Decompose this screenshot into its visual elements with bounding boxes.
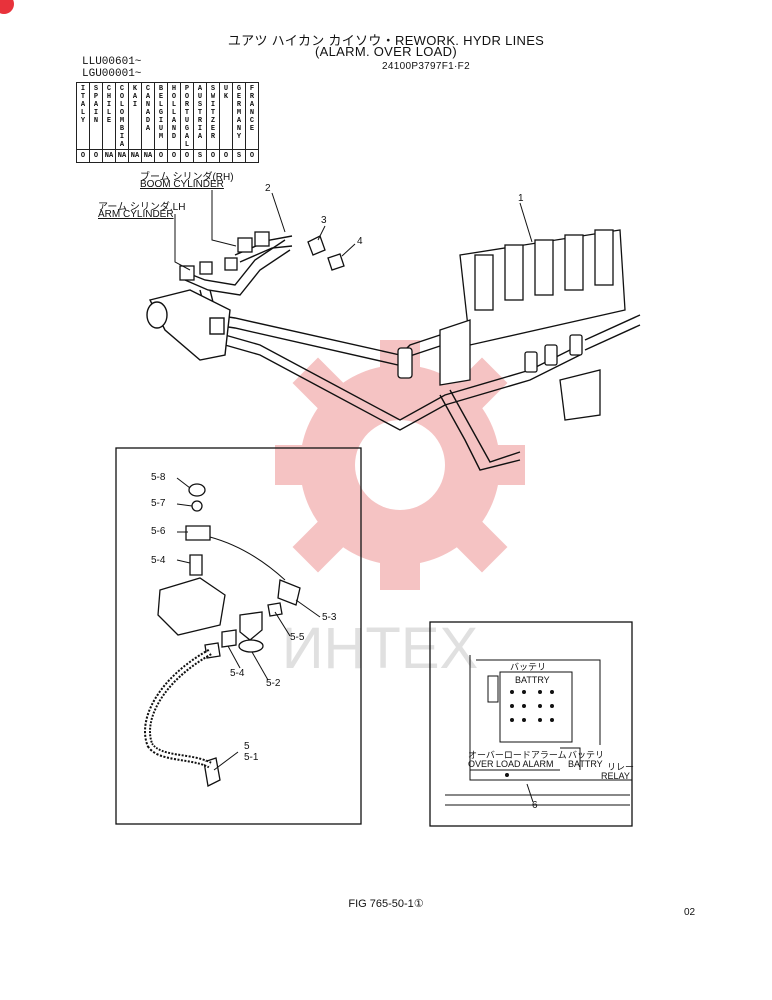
country-code-cell: NA <box>102 149 116 163</box>
country-name-cell: FRANCE <box>245 82 259 150</box>
callout-3: 3 <box>321 215 327 226</box>
arm-cylinder-label-jp: アーム シリンダ.LH <box>98 202 186 213</box>
figure-number: FIG 765-50-1① <box>348 898 424 910</box>
boom-cylinder-label: BOOM CYLINDER <box>140 179 224 190</box>
callout-5-4-bottom: 5-4 <box>230 668 245 679</box>
callout-5-6: 5-6 <box>151 526 166 537</box>
battery-label-jp: バッテリ <box>510 662 547 672</box>
title-line-2: (ALARM. OVER LOAD) <box>315 44 457 59</box>
country-code-cell: O <box>219 149 233 163</box>
country-name-cell: PORTUGAL <box>180 82 194 150</box>
callout-1: 1 <box>518 193 524 204</box>
callout-5-5: 5-5 <box>290 632 305 643</box>
title-line-1: ユアツ ハイカン カイソウ・REWORK. HYDR LINES <box>227 33 545 48</box>
country-name-cell: GERMANY <box>232 82 246 150</box>
page-number: 02 <box>684 907 696 918</box>
part-number: 24100P3797F1·F2 <box>382 61 470 72</box>
callout-5-3: 5-3 <box>322 612 337 623</box>
callout-6: 6 <box>532 800 538 811</box>
relay-label-jp: リレー <box>607 762 635 772</box>
watermark-text: ИНТЕХ <box>282 616 478 681</box>
callout-5: 5 <box>244 741 250 752</box>
callout-5-8: 5-8 <box>151 472 166 483</box>
relay-label: RELAY <box>601 771 630 781</box>
battery2-label: BATTRY <box>568 759 603 769</box>
arm-cylinder-label: ARM CYLINDER <box>98 209 174 220</box>
country-code-cell: O <box>245 149 259 163</box>
boom-cylinder-label-jp: ブーム シリンダ(RH) <box>140 172 234 183</box>
callout-5-1: 5-1 <box>244 752 259 763</box>
callout-5-2: 5-2 <box>266 678 281 689</box>
battery2-label-jp: バッテリ <box>568 750 605 760</box>
detail-box-alarm-kit <box>115 447 362 825</box>
overload-alarm-label: OVER LOAD ALARM <box>468 759 554 769</box>
detail-box-battery <box>429 621 633 827</box>
country-code-cell: O <box>180 149 194 163</box>
overload-alarm-label-jp: オーバーロードアラーム <box>468 750 567 760</box>
callout-5-4-top: 5-4 <box>151 555 166 566</box>
battery-label: BATTRY <box>515 675 550 685</box>
country-code-cell: O <box>76 149 90 163</box>
control-valve <box>439 229 626 421</box>
country-name-cell: CHILE <box>102 82 116 150</box>
callout-2: 2 <box>265 183 271 194</box>
serial-range-2: LGU00001~ <box>82 68 142 80</box>
callout-4: 4 <box>357 236 363 247</box>
callout-5-7: 5-7 <box>151 498 166 509</box>
corner-logo-icon <box>0 0 14 14</box>
country-name-cell: ITALY <box>76 82 90 150</box>
serial-range-1: LLU00601~ <box>82 56 142 68</box>
